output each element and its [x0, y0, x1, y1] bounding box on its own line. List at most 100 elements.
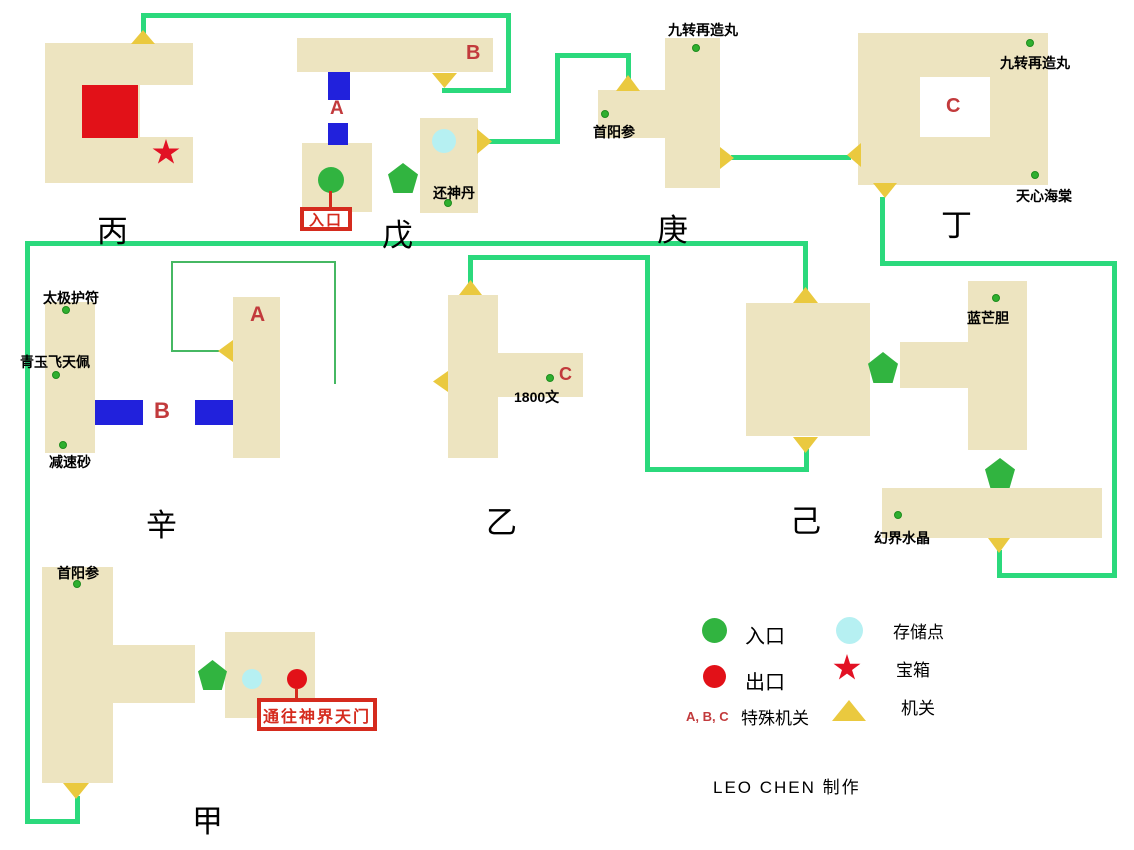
trigger-wu-bar — [432, 73, 457, 88]
gate-callout: 通往神界天门 — [257, 698, 377, 731]
save-marker — [242, 669, 262, 689]
path-xin-to-yi-seg4 — [334, 381, 336, 384]
trigger-geng-right — [720, 147, 734, 169]
room-geng-vertical — [665, 38, 720, 188]
trigger-huanjieshuijing-bottom — [988, 538, 1010, 553]
item-dot-1 — [601, 110, 609, 118]
path-ding-to-huanjieshuijing-seg3 — [996, 572, 1117, 578]
path-xin-to-yi-seg0 — [171, 350, 219, 352]
item-label-10: 幻界水晶 — [874, 530, 930, 546]
special-letter-2: C — [946, 95, 961, 117]
pentagon-jia — [198, 660, 227, 690]
path-ding-to-huanjieshuijing-seg0 — [879, 196, 885, 266]
item-label-7: 减速砂 — [49, 454, 91, 470]
trigger-ding-left — [847, 143, 861, 167]
item-label-0: 九转再造丸 — [668, 22, 738, 38]
trigger-jia-bottom — [63, 783, 89, 799]
item-dot-4 — [444, 199, 452, 207]
legend-exit-label: 出口 — [745, 672, 785, 694]
item-dot-6 — [52, 371, 60, 379]
special-letter-3: A — [250, 303, 266, 326]
pentagon-lanmangdan — [985, 458, 1015, 488]
legend-entrance-label: 入口 — [745, 626, 785, 648]
item-label-8: 1800文 — [514, 389, 560, 405]
entrance-marker — [318, 167, 344, 193]
special-b-block-1 — [95, 400, 143, 425]
zone-label-己: 己 — [790, 504, 821, 539]
item-dot-5 — [62, 306, 70, 314]
item-dot-7 — [59, 441, 67, 449]
item-dot-11 — [73, 580, 81, 588]
trigger-xin-a-left — [218, 340, 233, 362]
legend-special-label: 特殊机关 — [741, 709, 809, 728]
item-dot-8 — [546, 374, 554, 382]
entrance-icon — [702, 618, 727, 643]
room-lanmangdan-vertical — [968, 281, 1027, 450]
path-yi-to-ji-seg3 — [644, 466, 809, 472]
room-yi-vertical — [448, 295, 498, 458]
room-geng-wing — [598, 90, 665, 138]
treasure-chest-icon — [833, 654, 861, 680]
room-huanjieshuijing-room — [882, 488, 1102, 538]
path-ji-to-jia-seg2 — [24, 240, 30, 824]
special-b-block-2 — [195, 400, 233, 425]
pentagon-ji — [868, 352, 898, 383]
special-letter-1: A — [330, 98, 344, 119]
item-dot-10 — [894, 511, 902, 519]
room-ji — [746, 303, 870, 436]
zone-label-戊: 戊 — [382, 218, 413, 253]
path-huanshendan-to-geng-seg3 — [625, 52, 631, 80]
special-a-block-2 — [328, 123, 348, 145]
path-ji-to-jia-seg1 — [24, 240, 808, 246]
path-ding-to-huanjieshuijing-seg4 — [996, 549, 1002, 578]
item-dot-2 — [1026, 39, 1034, 47]
special-letter-5: C — [559, 364, 572, 384]
room-lanmangdan-wing — [900, 342, 968, 388]
item-dot-0 — [692, 44, 700, 52]
save-point-icon — [836, 617, 863, 644]
zone-label-乙: 乙 — [486, 505, 517, 540]
room-xin-a — [233, 297, 280, 458]
item-label-2: 九转再造丸 — [1000, 55, 1070, 71]
zone-label-辛: 辛 — [146, 508, 177, 543]
zone-label-丙: 丙 — [97, 214, 128, 249]
bing-notch — [140, 85, 193, 137]
trigger-yi-left — [433, 371, 448, 392]
zone-label-丁: 丁 — [941, 208, 972, 243]
ding-courtyard — [920, 77, 990, 137]
item-label-9: 蓝芒胆 — [967, 310, 1009, 326]
room-yi-wing — [498, 353, 583, 397]
path-yi-to-ji-seg0 — [467, 254, 473, 292]
item-label-11: 首阳参 — [57, 565, 99, 581]
trigger-yi-top — [459, 280, 482, 295]
item-label-6: 青玉飞天佩 — [20, 354, 90, 370]
path-bing-to-wu-seg3 — [441, 87, 511, 93]
path-ji-to-jia-seg3 — [24, 818, 80, 824]
exit-marker — [287, 669, 307, 689]
entrance-callout: 入口 — [300, 207, 352, 231]
room-jia-vertical — [42, 567, 113, 783]
trigger-ji-top — [793, 287, 818, 303]
path-xin-to-yi-seg3 — [334, 261, 336, 384]
entrance-callout-line — [329, 191, 332, 208]
special-a-block-1 — [328, 72, 350, 100]
path-bing-to-wu-seg1 — [140, 12, 511, 18]
item-label-4: 还神丹 — [433, 185, 475, 201]
path-ding-to-huanjieshuijing-seg2 — [1111, 260, 1117, 578]
item-label-3: 天心海棠 — [1016, 188, 1072, 204]
path-bing-to-wu-seg2 — [505, 12, 511, 93]
legend-chest-label: 宝箱 — [896, 661, 930, 680]
gate-callout-line — [295, 688, 298, 699]
legend-trigger-label: 机关 — [901, 699, 935, 718]
trigger-bing-top — [131, 30, 155, 44]
zone-label-甲: 甲 — [192, 804, 223, 839]
path-yi-to-ji-seg4 — [803, 448, 809, 472]
item-label-1: 首阳参 — [593, 124, 635, 140]
path-xin-to-yi-seg2 — [171, 261, 336, 263]
zone-label-庚: 庚 — [657, 213, 688, 248]
special-c-block — [82, 85, 138, 138]
path-bing-to-wu-seg0 — [140, 12, 146, 35]
legend-save-label: 存储点 — [893, 623, 944, 642]
trigger-huanshendan-right — [477, 129, 492, 154]
